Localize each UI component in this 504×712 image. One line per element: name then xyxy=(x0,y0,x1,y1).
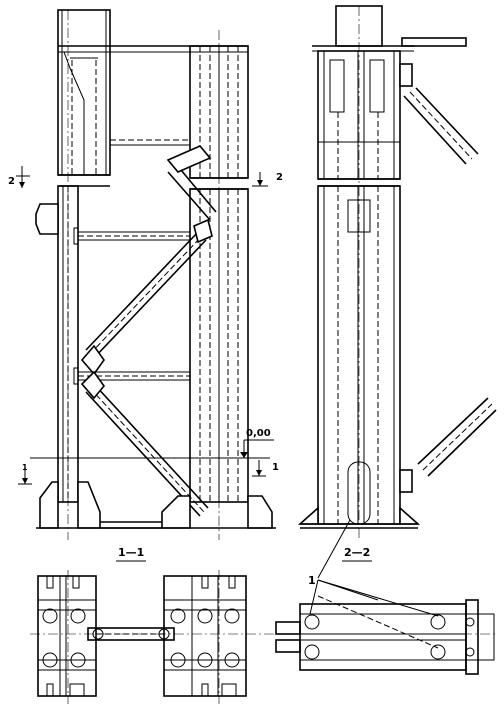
cut-1-left: 1 xyxy=(18,463,32,485)
section-2-2-title: 2—2 xyxy=(344,546,370,559)
left-column-top xyxy=(57,9,111,176)
plan-base-right xyxy=(163,575,247,697)
cut-2-right: 2 xyxy=(252,172,283,187)
section-1-1-title: 1—1 xyxy=(118,546,144,559)
cut-2-left: 2 xyxy=(8,166,30,188)
elevation-mark: 0,00 xyxy=(30,428,274,459)
callout-1-label: 1 xyxy=(308,574,316,587)
cut-2-right-label: 2 xyxy=(276,172,283,183)
cut-1-right-label: 1 xyxy=(272,462,279,473)
left-bracket xyxy=(35,203,59,235)
lower-side-brace xyxy=(399,397,497,493)
upper-side-brace xyxy=(399,63,479,165)
callout-leaders: 1 xyxy=(308,519,439,649)
cut-2-left-label: 2 xyxy=(8,176,15,187)
elevation-1-1: 0,00 2 2 1 1 1—1 xyxy=(8,9,283,562)
diagonal-braces xyxy=(80,145,217,517)
cut-1-left-label: 1 xyxy=(22,463,28,472)
cut-1-right: 1 xyxy=(252,460,279,477)
plan-base-left xyxy=(37,575,97,697)
plan-section-2-2 xyxy=(275,599,495,675)
section-2-2: 2—2 xyxy=(297,5,497,562)
elevation-label: 0,00 xyxy=(246,428,271,439)
centre-lines xyxy=(30,6,496,704)
base-plates xyxy=(36,481,276,529)
